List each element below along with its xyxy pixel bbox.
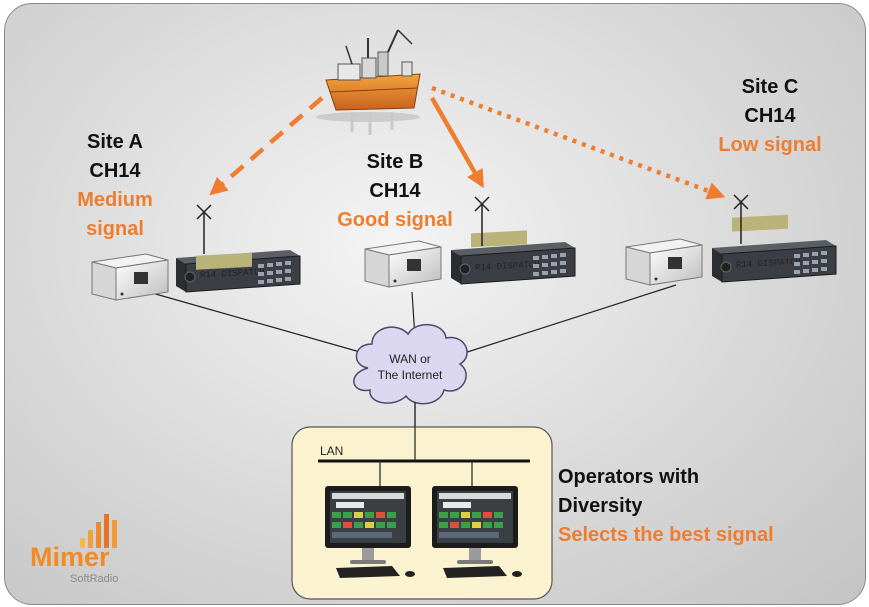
mouse-icon	[512, 571, 522, 577]
radio-unit-icon: R14 DISPATCH	[176, 250, 301, 293]
operators-line2: Diversity	[558, 495, 643, 517]
site-c-equipment: R14 DISPATCH	[625, 194, 837, 286]
logo-name: Mimer	[30, 542, 110, 572]
site-b-equipment: R14 DISPATCH	[364, 196, 576, 288]
svg-text:R14 DISPATCH: R14 DISPATCH	[475, 260, 540, 273]
signal-bars-logo	[80, 514, 117, 548]
operators-label: Operators with Diversity Selects the bes…	[558, 463, 858, 550]
svg-text:R14 DISPATCH: R14 DISPATCH	[736, 257, 801, 270]
lan-box	[291, 426, 553, 600]
gateway-box-icon	[625, 238, 703, 286]
cloud-label-line2: The Internet	[378, 368, 443, 382]
arrow-site-c	[431, 85, 726, 200]
monitor-icon	[325, 486, 411, 564]
svg-text:R14 DISPATCH: R14 DISPATCH	[200, 267, 265, 280]
site-a-equipment: R14 DISPATCH	[91, 204, 301, 301]
site-a-signal-line1: Medium	[77, 189, 153, 211]
arrow-site-b	[430, 96, 484, 189]
antenna-icon	[733, 194, 749, 244]
antenna-icon	[474, 196, 490, 246]
site-c-label: Site C CH14 Low signal	[700, 73, 840, 160]
workstation-1	[325, 486, 415, 578]
signal-arrows	[209, 85, 726, 200]
site-b-signal: Good signal	[337, 209, 453, 231]
lan-label: LAN	[320, 444, 343, 458]
radio-unit-icon: R14 DISPATCH	[451, 230, 576, 285]
monitor-icon	[432, 486, 518, 564]
site-a-label: Site A CH14 Medium signal	[60, 128, 170, 244]
site-a-signal-line2: signal	[86, 218, 144, 240]
mouse-icon	[405, 571, 415, 577]
antenna-icon	[196, 204, 212, 254]
keyboard-icon	[443, 566, 507, 578]
operators-line1: Operators with	[558, 466, 700, 488]
arrow-site-a	[209, 96, 324, 196]
gateway-box-icon	[91, 253, 169, 301]
keyboard-icon	[336, 566, 400, 578]
ship-icon	[316, 29, 421, 135]
radio-display	[471, 230, 527, 248]
site-c-name: Site C	[741, 76, 799, 98]
site-a-name: Site A	[87, 131, 143, 153]
logo-sub: SoftRadio	[70, 573, 118, 585]
cloud-icon: WAN or The Internet	[353, 324, 468, 405]
site-b-channel: CH14	[369, 180, 421, 202]
site-b-name: Site B	[366, 151, 424, 173]
site-a-channel: CH14	[89, 160, 141, 182]
workstation-2	[432, 486, 522, 578]
gateway-box-icon	[364, 240, 442, 288]
radio-unit-icon: R14 DISPATCH	[712, 214, 837, 283]
operators-line3: Selects the best signal	[558, 524, 774, 546]
site-b-label: Site B CH14 Good signal	[320, 148, 470, 235]
site-c-signal: Low signal	[718, 134, 822, 156]
site-c-channel: CH14	[744, 105, 796, 127]
cloud-label-line1: WAN or	[389, 352, 431, 366]
